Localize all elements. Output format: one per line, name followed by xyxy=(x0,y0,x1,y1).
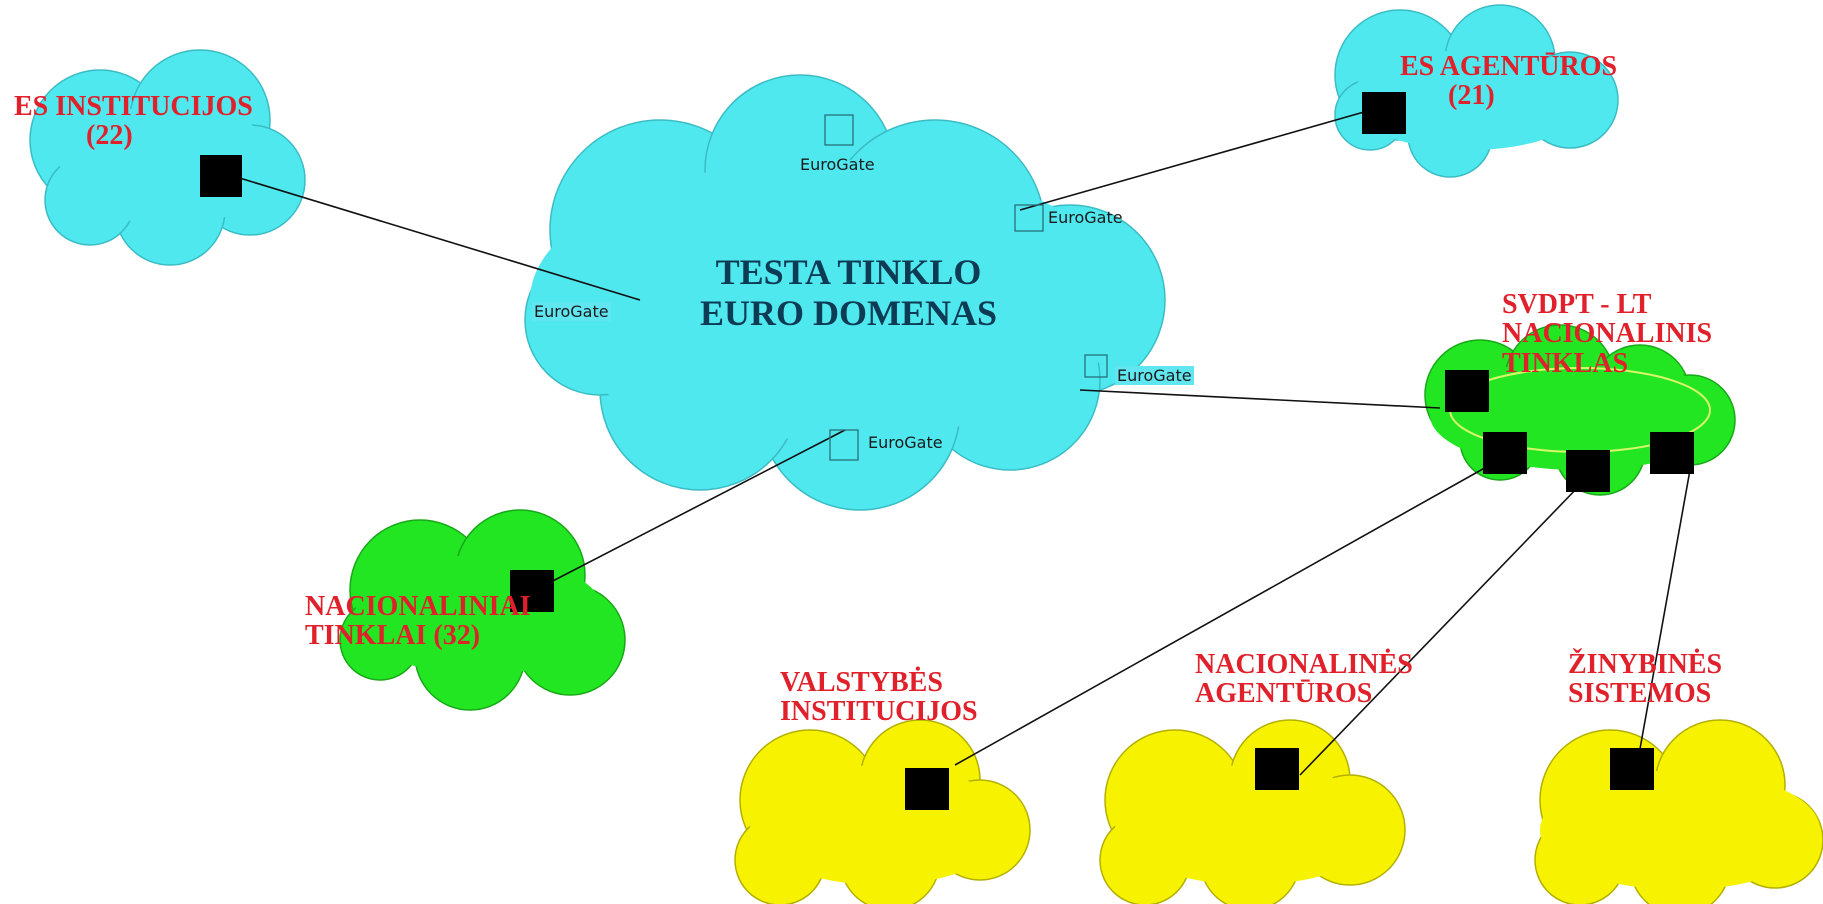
node-es-agencies xyxy=(1362,92,1406,134)
link-departmental-systems xyxy=(1637,469,1691,761)
national-networks-line2: TINKLAI (32) xyxy=(305,620,481,652)
node-state-institutions xyxy=(905,768,949,810)
eurogate-label-right: EuroGate xyxy=(1048,208,1123,227)
eurogate-right-square xyxy=(1014,204,1044,232)
es-agencies-line2: (21) xyxy=(1448,80,1495,112)
link-national-agencies xyxy=(1299,484,1581,776)
es-agencies-line1: ES AGENTŪROS xyxy=(1400,51,1618,82)
eurogate-top-square xyxy=(824,114,854,146)
departmental-systems-label: ŽINYBINĖS SISTEMOS xyxy=(1568,650,1722,709)
eurogate-label-bottom: EuroGate xyxy=(868,433,943,452)
national-agencies-line1: NACIONALINĖS xyxy=(1195,649,1413,680)
connection-lines xyxy=(219,107,1691,776)
eurogate-bottom-square xyxy=(829,429,859,461)
national-networks-label: NACIONALINIAI TINKLAI (32) xyxy=(305,592,531,651)
eurogate-label-lowright: EuroGate xyxy=(1115,366,1194,385)
national-agencies-label: NACIONALINĖS AGENTŪROS xyxy=(1195,650,1413,709)
node-squares xyxy=(200,92,1694,810)
node-national-networks xyxy=(510,570,554,612)
link-es-agencies xyxy=(1019,107,1379,211)
svdpt-line2: NACIONALINIS xyxy=(1502,318,1713,350)
node-national-agencies xyxy=(1255,748,1299,790)
departmental-systems-cloud xyxy=(1534,719,1823,904)
node-departmental-systems xyxy=(1610,748,1654,790)
link-state-institutions xyxy=(954,464,1491,766)
eurogate-label-top: EuroGate xyxy=(800,155,875,174)
es-agencies-label: ES AGENTŪROS (21) xyxy=(1400,52,1617,111)
national-agencies-cloud xyxy=(1099,719,1406,904)
node-es-institutions xyxy=(200,155,242,197)
central-cloud xyxy=(524,74,1166,511)
eurogate-label-left: EuroGate xyxy=(532,302,611,321)
es-institutions-cloud xyxy=(29,49,306,266)
eurogate-squares xyxy=(824,114,1108,461)
eurogate-lowright-square xyxy=(1084,354,1108,378)
departmental-systems-line2: SISTEMOS xyxy=(1568,678,1712,710)
node-svdpt-2 xyxy=(1566,450,1610,492)
central-title-line1: TESTA TINKLO xyxy=(715,252,982,292)
national-networks-cloud xyxy=(339,509,626,711)
svdpt-line3: TINKLAS xyxy=(1502,347,1629,379)
link-national-networks xyxy=(544,429,846,586)
svdpt-line1: SVDPT - LT xyxy=(1502,289,1652,320)
state-institutions-label: VALSTYBĖS INSTITUCIJOS xyxy=(780,668,978,727)
central-title: TESTA TINKLO EURO DOMENAS xyxy=(700,252,997,335)
link-es-institutions xyxy=(219,171,641,301)
departmental-systems-line1: ŽINYBINĖS xyxy=(1568,649,1723,680)
es-institutions-label: ES INSTITUCIJOS (22) xyxy=(14,92,253,151)
node-svdpt-entry xyxy=(1445,370,1489,412)
national-agencies-line2: AGENTŪROS xyxy=(1195,678,1373,710)
national-networks-line1: NACIONALINIAI xyxy=(305,591,531,622)
node-svdpt-3 xyxy=(1650,432,1694,474)
state-institutions-line1: VALSTYBĖS xyxy=(780,667,943,698)
es-agencies-cloud xyxy=(1334,4,1619,178)
link-svdpt xyxy=(1079,389,1441,409)
es-institutions-line2: (22) xyxy=(86,120,133,152)
node-svdpt-1 xyxy=(1483,432,1527,474)
state-institutions-line2: INSTITUCIJOS xyxy=(780,696,978,728)
es-institutions-line1: ES INSTITUCIJOS xyxy=(14,91,253,122)
svdpt-label: SVDPT - LT NACIONALINIS TINKLAS xyxy=(1502,289,1713,379)
central-title-line2: EURO DOMENAS xyxy=(700,293,998,334)
